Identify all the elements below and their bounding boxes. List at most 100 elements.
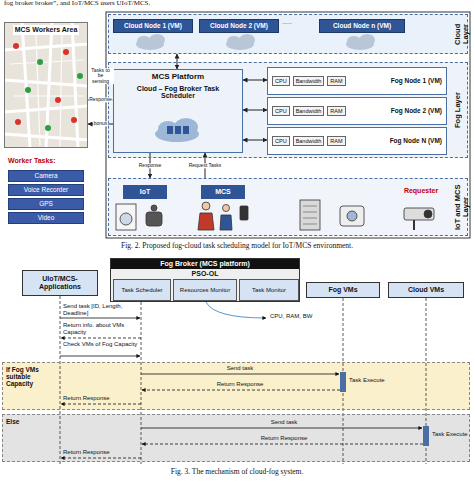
node-text: Cloud Layer bbox=[454, 17, 466, 51]
connector bbox=[243, 140, 267, 141]
street-map bbox=[25, 87, 31, 93]
annotation: Worker Tasks: bbox=[8, 157, 88, 165]
node-text: Voice Recorder bbox=[24, 186, 68, 193]
annotation: fog broker broker”, and IoT/MCS users UI… bbox=[4, 0, 464, 8]
cloud-icon bbox=[136, 34, 375, 50]
annotation: Return Response bbox=[63, 449, 139, 456]
annotation: ...... bbox=[282, 19, 316, 26]
fig2-frame bbox=[108, 62, 468, 158]
cloud-icon bbox=[137, 36, 151, 46]
layer-band: IoT and MCS LayerIoTMCSRequester bbox=[108, 178, 468, 236]
connector bbox=[243, 110, 267, 111]
node-text: Camera bbox=[34, 172, 57, 179]
street-map bbox=[4, 22, 88, 148]
iot-devices bbox=[151, 205, 157, 211]
activation-bar bbox=[340, 372, 346, 392]
vm-box: Cloud Node 1 (VM) bbox=[113, 19, 193, 33]
message-arrow bbox=[60, 318, 140, 319]
lifeline-head: Fog VMs bbox=[306, 282, 380, 298]
iot-devices bbox=[340, 206, 364, 226]
node-text: Bandwidth bbox=[293, 106, 325, 116]
annotation: Send task bbox=[200, 365, 280, 372]
street-map bbox=[71, 117, 77, 123]
lifeline bbox=[60, 296, 61, 464]
device-tag: MCS bbox=[201, 185, 245, 199]
broker-cloud-icon bbox=[167, 126, 173, 134]
node-text: CPU bbox=[272, 76, 290, 86]
message-arrow bbox=[141, 374, 339, 375]
iot-devices bbox=[303, 206, 317, 224]
message-arrow bbox=[61, 404, 141, 405]
else-region-fill bbox=[2, 414, 470, 462]
broker-cloud-icon bbox=[175, 126, 181, 134]
node-text: CPU bbox=[272, 106, 290, 116]
annotation: CPU, RAM, BW bbox=[270, 313, 334, 320]
message-arrow bbox=[61, 458, 141, 459]
vm-box: Cloud Node n (VM) bbox=[319, 19, 405, 33]
fig2-frame bbox=[106, 12, 470, 238]
node-text: RAM bbox=[327, 106, 345, 116]
message-arrow bbox=[60, 356, 140, 357]
annotation: Send task bbox=[244, 419, 324, 426]
message-arrow bbox=[142, 390, 340, 391]
iot-devices bbox=[116, 200, 434, 230]
vm-box: Cloud Node 2 (VM) bbox=[199, 19, 279, 33]
node-text: Resources Monitor bbox=[180, 287, 230, 294]
fig2-frame bbox=[108, 14, 468, 54]
node-text: IoT bbox=[140, 188, 151, 196]
street-map bbox=[15, 119, 21, 125]
iot-devices bbox=[413, 220, 415, 230]
node-text: Fog VMs bbox=[328, 286, 357, 294]
node-text: If Fog VMs suitable Capacity bbox=[6, 366, 52, 387]
if-region-fill bbox=[2, 362, 470, 410]
street-map bbox=[63, 49, 69, 55]
fig2-frame bbox=[108, 178, 468, 236]
iot-devices bbox=[240, 206, 248, 220]
node-text: Fog Node 1 (VM) bbox=[391, 77, 442, 84]
layer-band: Fog LayerMCS PlatformCloud – Fog Broker … bbox=[108, 62, 468, 158]
message-arrow bbox=[61, 338, 141, 339]
street-map bbox=[10, 34, 84, 146]
edge-label: bonus bbox=[93, 121, 109, 126]
figure-caption: Fig. 2. Proposed fog-cloud task scheduli… bbox=[7, 242, 467, 250]
node-text: Fog Broker (MCS platform) bbox=[111, 259, 299, 269]
device-tag: IoT bbox=[123, 185, 167, 199]
iot-devices bbox=[202, 202, 210, 210]
node-text: Task Scheduler bbox=[121, 287, 162, 294]
annotation: Return Response bbox=[200, 381, 280, 388]
else-region-fill bbox=[2, 414, 470, 462]
fig2-frame bbox=[106, 12, 470, 238]
activation-bar bbox=[423, 426, 429, 446]
annotation: Send task [ID, Length, Deadline] bbox=[63, 303, 139, 316]
node-text: Fog Layer bbox=[454, 65, 466, 155]
street-map bbox=[55, 97, 61, 103]
annotation: Return Response bbox=[244, 435, 324, 442]
annotation: Task Execute bbox=[349, 377, 391, 384]
task-box: GPS bbox=[8, 198, 84, 210]
component-box: Resources Monitor bbox=[173, 279, 237, 301]
edge-label: Tasks to be sensing bbox=[88, 68, 114, 84]
message-arrow bbox=[142, 444, 423, 445]
iot-devices bbox=[220, 215, 232, 230]
annotation: Return info. about VMs Capacity bbox=[63, 322, 139, 335]
fog-node: CPUBandwidthRAMFog Node 1 (VM) bbox=[267, 67, 447, 95]
node-text: Cloud – Fog Broker Task Scheduler bbox=[123, 85, 233, 100]
cloud-icon bbox=[359, 34, 375, 46]
component-box: Task Scheduler bbox=[113, 279, 171, 301]
node-text: Task Monitor bbox=[252, 287, 286, 294]
node-text: Bandwidth bbox=[293, 136, 325, 146]
street-map bbox=[13, 43, 19, 49]
node-text: IoT and MCS Layer bbox=[454, 181, 466, 233]
iot-devices bbox=[146, 212, 162, 226]
component-box: Task Monitor bbox=[239, 279, 299, 301]
cloud-icon bbox=[227, 36, 241, 46]
node-text: PSO-OL bbox=[192, 269, 219, 279]
cloud-icon bbox=[239, 34, 255, 46]
figure-caption: Fig. 3. The mechanism of cloud-fog syste… bbox=[7, 468, 467, 476]
lifeline bbox=[141, 302, 142, 464]
edge-label: Request Tasks bbox=[188, 163, 223, 168]
connector bbox=[243, 80, 267, 81]
edge-label: Response bbox=[138, 163, 163, 168]
node-text: RAM bbox=[327, 76, 345, 86]
